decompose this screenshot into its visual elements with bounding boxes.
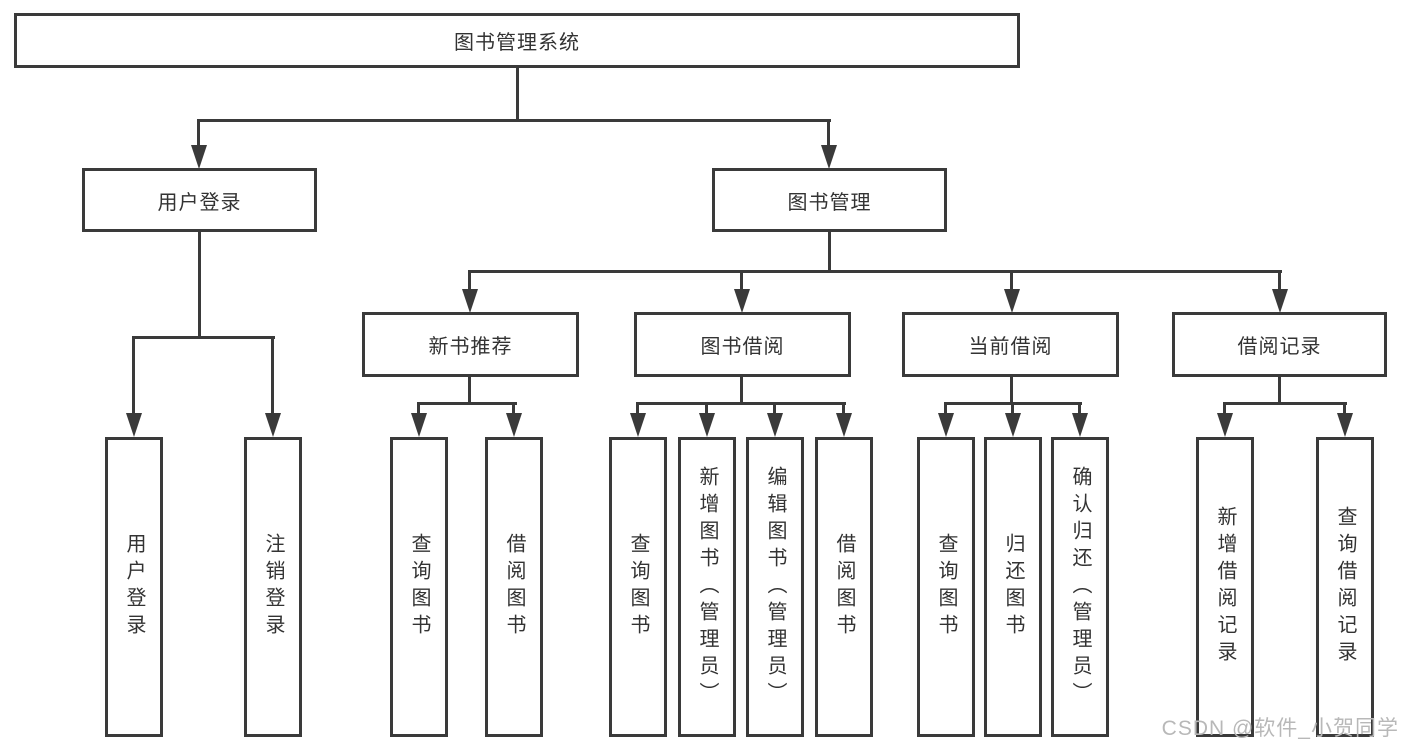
arrowhead-leaf-login [126,413,142,437]
arrowhead-nb-borrow [506,413,522,437]
connector-stub-nb-borrow [512,402,515,415]
connector-user-login-branch [132,336,275,339]
arrowhead-cb-confirm [1072,413,1088,437]
arrowhead-leaf-logout [265,413,281,437]
arrowhead-borrow-records [1272,289,1288,313]
leaf-nb-query-books: 查询图书 [390,437,448,737]
connector-stub-bb-borrow [842,402,845,415]
connector-borrow-records-stem [1278,377,1281,405]
arrowhead-current-borrow [1004,289,1020,313]
leaf-br-add-record: 新增借阅记录 [1196,437,1254,737]
connector-stub-borrow-records [1278,270,1281,292]
connector-user-login-stem [198,232,201,339]
connector-stub-current-borrow [1010,270,1013,292]
connector-root-branch [197,119,831,122]
connector-stub-book-management [827,119,830,147]
connector-borrow-records-branch [1223,402,1347,405]
arrowhead-bb-borrow [836,413,852,437]
connector-book-management-stem [828,232,831,273]
connector-stub-cb-confirm [1078,402,1081,415]
arrowhead-cb-query [938,413,954,437]
arrowhead-new-book-recommend [462,289,478,313]
connector-stub-leaf-logout [271,336,274,415]
node-book-borrow: 图书借阅 [634,312,851,377]
arrowhead-cb-return [1005,413,1021,437]
connector-stub-nb-query [417,402,420,415]
connector-new-book-stem [468,377,471,405]
arrowhead-book-management [821,145,837,169]
node-current-borrow: 当前借阅 [902,312,1119,377]
leaf-bb-edit-books-admin: 编辑图书（管理员） [746,437,804,737]
leaf-bb-add-books-admin: 新增图书（管理员） [678,437,736,737]
connector-stub-br-query [1343,402,1346,415]
arrowhead-br-add [1217,413,1233,437]
arrowhead-bb-edit [767,413,783,437]
arrowhead-book-borrow [734,289,750,313]
connector-stub-cb-return [1011,402,1014,415]
arrowhead-user-login [191,145,207,169]
connector-current-borrow-stem [1010,377,1013,405]
leaf-user-login: 用户登录 [105,437,163,737]
leaf-nb-borrow-books: 借阅图书 [485,437,543,737]
node-user-login: 用户登录 [82,168,317,232]
leaf-bb-borrow-books: 借阅图书 [815,437,873,737]
arrowhead-bb-add [699,413,715,437]
node-borrow-records: 借阅记录 [1172,312,1387,377]
connector-book-management-branch [468,270,1282,273]
leaf-logout: 注销登录 [244,437,302,737]
leaf-br-query-record: 查询借阅记录 [1316,437,1374,737]
connector-new-book-branch [417,402,517,405]
leaf-cb-query-books: 查询图书 [917,437,975,737]
connector-stub-bb-add [705,402,708,415]
arrowhead-br-query [1337,413,1353,437]
watermark: CSDN @软件_小贺同学 [1161,717,1399,740]
arrowhead-nb-query [411,413,427,437]
connector-stub-leaf-login [132,336,135,415]
connector-stub-br-add [1223,402,1226,415]
connector-stub-bb-edit [773,402,776,415]
connector-stub-book-borrow [740,270,743,292]
connector-stub-new-book-recommend [468,270,471,292]
node-root: 图书管理系统 [14,13,1020,68]
leaf-cb-confirm-return-admin: 确认归还（管理员） [1051,437,1109,737]
connector-stub-cb-query [944,402,947,415]
leaf-cb-return-books: 归还图书 [984,437,1042,737]
connector-book-borrow-branch [636,402,846,405]
leaf-bb-query-books: 查询图书 [609,437,667,737]
connector-root-stem [516,68,519,122]
connector-stub-bb-query [636,402,639,415]
arrowhead-bb-query [630,413,646,437]
connector-book-borrow-stem [740,377,743,405]
node-new-book-recommend: 新书推荐 [362,312,579,377]
node-book-management: 图书管理 [712,168,947,232]
connector-stub-user-login [197,119,200,147]
